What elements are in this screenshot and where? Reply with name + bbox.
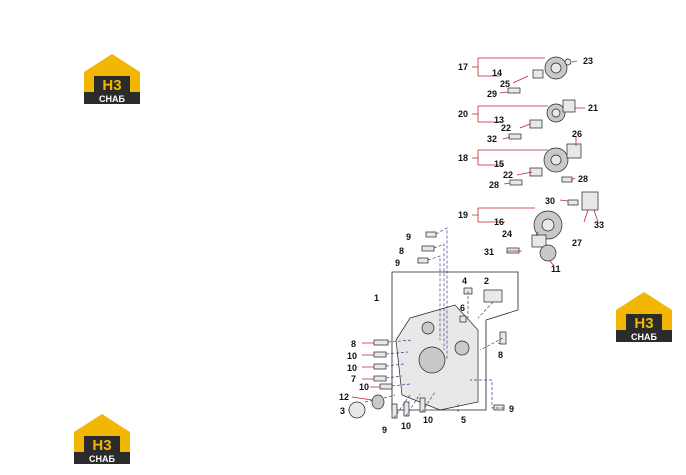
bushing-25 xyxy=(532,69,544,79)
callout-label: 1 xyxy=(374,293,379,303)
bolt-31 xyxy=(506,247,520,254)
callout-label: 8 xyxy=(351,339,356,349)
washer-23 xyxy=(564,58,572,66)
hub-33 xyxy=(581,191,599,211)
callout-label: 10 xyxy=(423,415,433,425)
bolt-10b xyxy=(373,363,387,370)
gear-assembly-18 xyxy=(509,143,582,186)
bolt-9b xyxy=(493,404,505,411)
bolt-8c xyxy=(421,245,435,252)
callout-label: 5 xyxy=(461,415,466,425)
callout-label: 10 xyxy=(347,363,357,373)
callout-label: 2 xyxy=(484,276,489,286)
gear-assembly-17 xyxy=(507,56,572,94)
callout-label: 8 xyxy=(498,350,503,360)
logo-right: H3 CHAБ xyxy=(614,288,674,344)
bolt-28 xyxy=(509,179,523,186)
seal-12 xyxy=(371,394,385,410)
gear-assembly-20 xyxy=(508,99,576,140)
seal-3 xyxy=(348,401,366,419)
callout-label: 3 xyxy=(340,406,345,416)
callout-label: 4 xyxy=(462,276,467,286)
callout-label: 9 xyxy=(406,232,411,242)
gear-11 xyxy=(539,244,557,262)
callout-label: 31 xyxy=(484,247,494,257)
logo-caption: CHAБ xyxy=(99,94,125,104)
callout-label: 28 xyxy=(578,174,588,184)
callout-label: 32 xyxy=(487,134,497,144)
hub-26 xyxy=(566,143,582,159)
hub-21 xyxy=(562,99,576,113)
bolt-10a xyxy=(373,351,387,358)
bolt-9 xyxy=(391,403,398,419)
callout-label: 28 xyxy=(489,180,499,190)
logo-top-left: H3 CHAБ xyxy=(82,50,142,106)
callout-label: 18 xyxy=(458,153,468,163)
logo-caption: CHAБ xyxy=(631,332,657,342)
callout-label: 12 xyxy=(339,392,349,402)
bolt-7 xyxy=(373,375,387,382)
callout-label: 33 xyxy=(594,220,604,230)
seal-bore xyxy=(418,346,446,374)
callout-label: 10 xyxy=(359,382,369,392)
callout-label: 8 xyxy=(399,246,404,256)
callout-label: 6 xyxy=(460,303,465,313)
bolt-28b xyxy=(561,176,573,183)
callout-label: 10 xyxy=(401,421,411,431)
callout-label: 17 xyxy=(458,62,468,72)
bolt-9c xyxy=(425,231,437,238)
bushing-24 xyxy=(531,234,547,248)
callout-labels: 17 14 23 25 29 20 13 21 22 32 26 18 15 2… xyxy=(339,56,604,435)
gear-assembly-19 xyxy=(506,191,599,262)
bolt-10d xyxy=(403,401,410,417)
dowel-6 xyxy=(459,315,467,323)
logo-mark: H3 xyxy=(634,315,653,332)
callout-label: 9 xyxy=(395,258,400,268)
callout-label: 11 xyxy=(551,264,561,274)
callout-label: 25 xyxy=(500,79,510,89)
bolt-32 xyxy=(508,133,522,140)
callout-label: 9 xyxy=(509,404,514,414)
brand-logo-icon: H3 CHAБ xyxy=(616,292,672,342)
plate-2 xyxy=(483,289,503,303)
callout-label: 24 xyxy=(502,229,512,239)
callout-label: 9 xyxy=(382,425,387,435)
logo-mark: H3 xyxy=(102,77,121,94)
callout-label: 30 xyxy=(545,196,555,206)
callout-label: 29 xyxy=(487,89,497,99)
callout-label: 19 xyxy=(458,210,468,220)
callout-label: 14 xyxy=(492,68,502,78)
bolt-9d xyxy=(417,257,429,264)
callout-label: 7 xyxy=(351,374,356,384)
bolt-29 xyxy=(507,87,521,94)
callout-label: 21 xyxy=(588,103,598,113)
bolt-10c xyxy=(379,383,393,390)
callout-label: 27 xyxy=(572,238,582,248)
logo-bottom-left: H3 CHAБ xyxy=(72,410,132,466)
bolt-30 xyxy=(567,199,579,206)
callout-label: 22 xyxy=(501,123,511,133)
brand-logo-icon: H3 CHAБ xyxy=(84,54,140,104)
callout-label: 13 xyxy=(494,115,504,125)
callout-label: 26 xyxy=(572,129,582,139)
callout-label: 23 xyxy=(583,56,593,66)
callout-label: 10 xyxy=(347,351,357,361)
logo-mark: H3 xyxy=(92,437,111,454)
callout-label: 22 xyxy=(503,170,513,180)
logo-caption: CHAБ xyxy=(89,454,115,464)
brand-logo-icon: H3 CHAБ xyxy=(74,414,130,464)
bolt-10e xyxy=(419,397,426,413)
bushing-22 xyxy=(529,119,543,129)
callout-label: 15 xyxy=(494,159,504,169)
callout-label: 16 xyxy=(494,217,504,227)
callout-label: 20 xyxy=(458,109,468,119)
bolt-8 xyxy=(373,339,389,346)
